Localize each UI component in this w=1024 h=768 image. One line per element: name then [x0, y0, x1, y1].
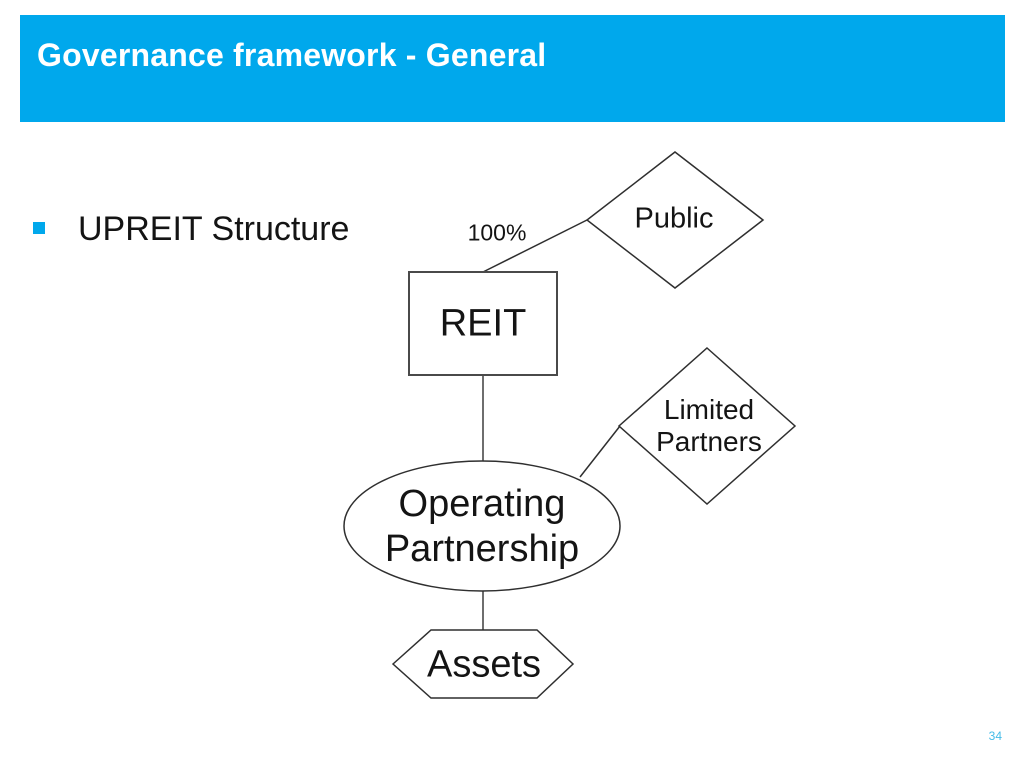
bullet-label: UPREIT Structure: [78, 210, 350, 248]
node-operating-partnership-ellipse-shape: [343, 460, 621, 592]
edge-ownership-label: 100%: [467, 219, 527, 246]
node-assets-label: Assets: [426, 643, 542, 686]
bullet-square-icon: [33, 222, 45, 234]
edge-operating-partnership-limited-partners: [579, 425, 621, 478]
node-limited-partners-label-line2: Partners: [656, 426, 762, 457]
node-reit-box-shape: [408, 271, 558, 376]
bullet-item-upreit-structure: UPREIT Structure: [33, 210, 350, 248]
node-public-label: Public: [634, 202, 714, 235]
node-operating-partnership-label: Operating Partnership: [385, 482, 579, 572]
node-assets-hexagon-shape: [391, 629, 575, 699]
slide-title-bar: Governance framework - General: [20, 15, 1005, 122]
edge-reit-public: [482, 219, 588, 273]
node-operating-partnership-label-line1: Operating: [398, 483, 566, 526]
page-title: Governance framework - General: [37, 37, 547, 73]
node-operating-partnership-label-line2: Partnership: [384, 528, 580, 570]
node-limited-partners-diamond-shape: [617, 346, 797, 506]
node-reit-label: REIT: [439, 302, 527, 345]
node-limited-partners-label-line1: Limited: [663, 393, 755, 425]
page-number: 34: [988, 729, 1002, 743]
node-public-diamond-shape: [585, 151, 765, 289]
node-limited-partners-label: Limited Partners: [656, 394, 762, 458]
